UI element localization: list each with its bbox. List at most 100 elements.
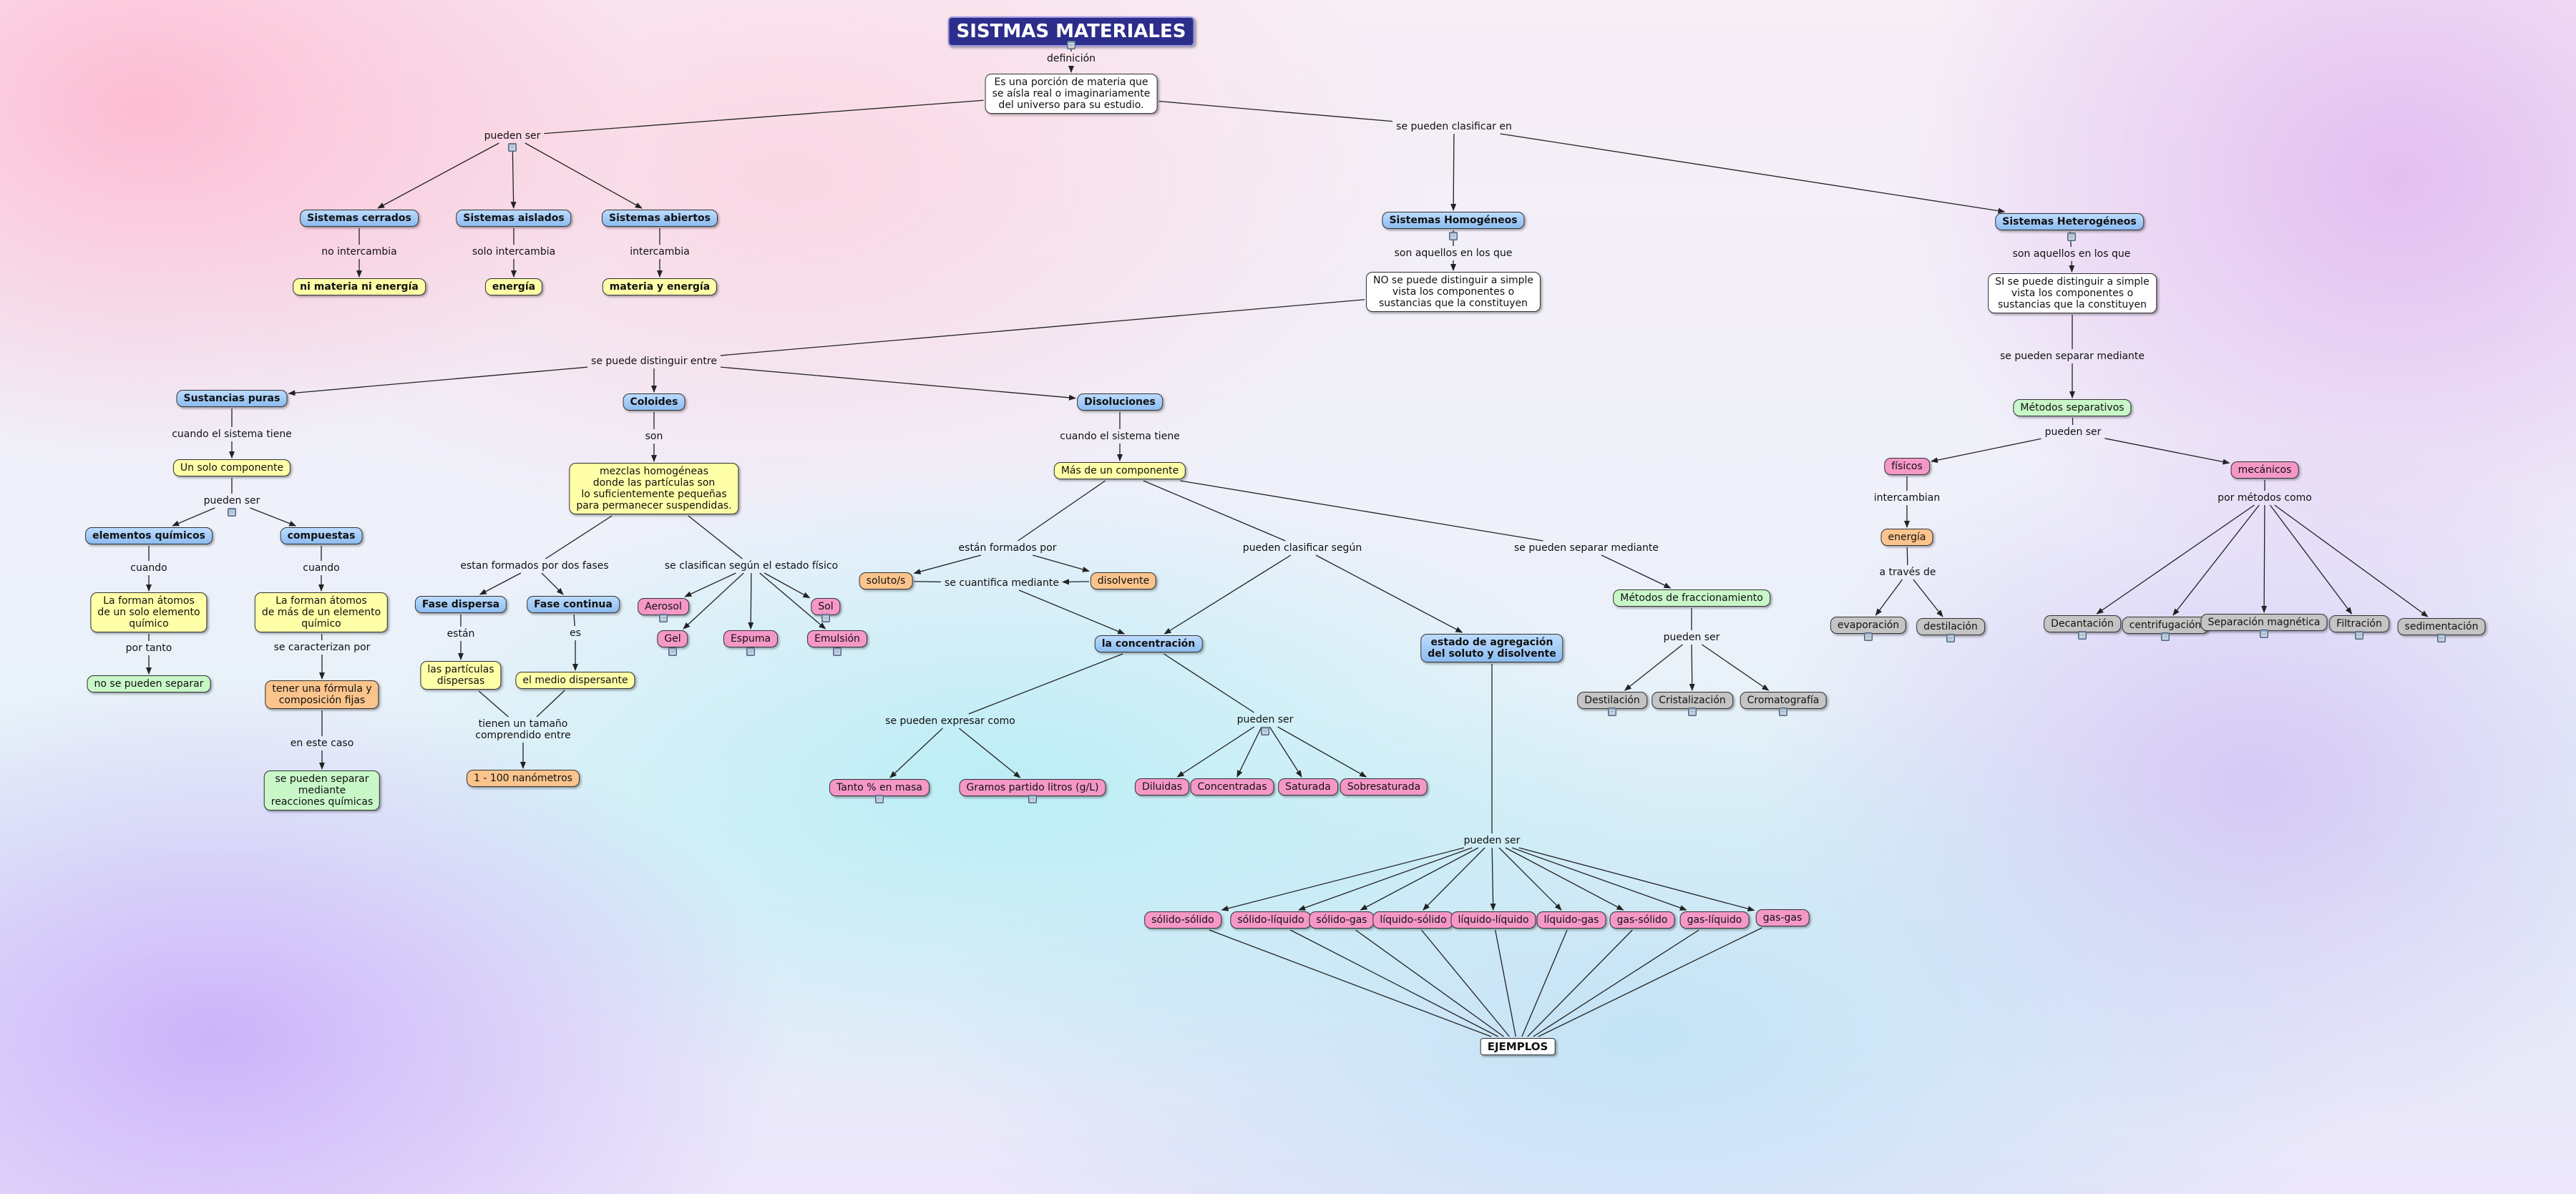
resource-icon[interactable]: ▤ [2260,630,2268,638]
concept-emulsion[interactable]: Emulsión [807,630,867,647]
concept-title[interactable]: SISTMAS MATERIALES [947,16,1195,47]
concept-destilacion2[interactable]: destilación [1916,618,1985,635]
resource-icon[interactable]: ▤ [1946,634,1955,642]
concept-frac[interactable]: Métodos de fraccionamiento [1613,589,1770,607]
concept-sedim[interactable]: sedimentación [2397,618,2486,635]
concept-s-hom[interactable]: Sistemas Homogéneos [1382,212,1525,229]
concept-gl[interactable]: gas-líquido [1679,911,1750,929]
resource-icon[interactable]: ▤ [875,795,884,803]
resource-icon[interactable]: ▤ [833,647,841,656]
resource-icon[interactable]: ▤ [821,614,830,622]
concept-cromato[interactable]: Cromatografía [1740,692,1827,709]
concept-s-abi[interactable]: Sistemas abiertos [602,210,718,227]
concept-medio[interactable]: el medio dispersante [515,672,635,689]
concept-diluidas[interactable]: Diluidas [1134,778,1190,796]
connector-line [720,366,1076,401]
concept-sep-quim[interactable]: se pueden separar mediante reacciones qu… [263,770,381,811]
resource-icon[interactable]: ▤ [1608,708,1616,716]
concept-ll[interactable]: líquido-líquido [1450,911,1536,929]
concept-formula[interactable]: tener una fórmula y composición fijas [265,680,379,709]
link-phrase-expresar: se pueden expresar como [885,715,1015,727]
concept-sobresat[interactable]: Sobresaturada [1340,778,1428,796]
concept-comp-txt[interactable]: La forman átomos de más de un elemento q… [254,592,389,632]
resource-icon[interactable]: ▤ [2437,634,2446,642]
concept-destilacion1[interactable]: Destilación [1577,692,1647,709]
concept-gramos[interactable]: Gramos partido litros (g/L) [959,779,1106,796]
concept-s-ais[interactable]: Sistemas aislados [456,210,572,227]
concept-espuma[interactable]: Espuma [723,630,779,647]
concept-filtra[interactable]: Filtración [2329,615,2389,632]
concept-n-energia1[interactable]: energía [484,278,543,295]
connector-line [250,507,297,527]
concept-n-myE[interactable]: materia y energía [602,278,718,295]
concept-ls[interactable]: líquido-sólido [1372,911,1454,929]
concept-no-sep[interactable]: no se pueden separar [87,675,211,693]
concept-disolvente[interactable]: disolvente [1090,572,1157,589]
concept-sg[interactable]: sólido-gas [1309,911,1375,929]
link-phrase-sist-tiene2: cuando el sistema tiene [1060,431,1180,442]
concept-metsep[interactable]: Métodos separativos [2013,399,2132,416]
concept-energia2[interactable]: energía [1880,529,1933,546]
concept-het-txt[interactable]: SI se puede distinguir a simple vista lo… [1988,273,2157,313]
connector-line [478,690,509,718]
concept-elem[interactable]: elementos químicos [85,527,213,544]
concept-nanom[interactable]: 1 - 100 nanómetros [467,770,580,787]
resource-icon[interactable]: ▤ [746,647,755,656]
concept-decant[interactable]: Decantación [2044,615,2121,632]
concept-hom-txt[interactable]: NO se puede distinguir a simple vista lo… [1365,272,1541,312]
concept-coloides[interactable]: Coloides [623,393,686,411]
concept-compu[interactable]: compuestas [280,527,363,544]
resource-icon[interactable]: ▤ [1067,41,1075,49]
resource-icon[interactable]: ▤ [1779,708,1787,716]
resource-icon[interactable]: ▤ [2355,631,2363,640]
resource-icon[interactable]: ▤ [2161,632,2170,641]
concept-soluto[interactable]: soluto/s [859,572,913,589]
concept-evap[interactable]: evaporación [1830,617,1907,634]
concept-lg[interactable]: líquido-gas [1536,911,1606,929]
concept-mecanicos[interactable]: mecánicos [2230,461,2299,479]
concept-s-cerr[interactable]: Sistemas cerrados [300,210,419,227]
concept-particulas[interactable]: las partículas dispersas [420,661,502,690]
concept-concentr[interactable]: la concentración [1094,635,1203,652]
concept-ejemplos[interactable]: EJEMPLOS [1480,1038,1556,1055]
concept-sol[interactable]: Sol [811,598,841,615]
concept-gel[interactable]: Gel [657,630,688,647]
concept-cristal[interactable]: Cristalización [1652,692,1733,709]
concept-sust[interactable]: Sustancias puras [176,390,288,407]
concept-s-het[interactable]: Sistemas Heterogéneos [1995,213,2144,230]
concept-estado[interactable]: estado de agregación del soluto y disolv… [1420,634,1563,662]
resource-icon[interactable]: ▤ [2067,233,2076,241]
concept-ss[interactable]: sólido-sólido [1144,911,1221,929]
concept-gg[interactable]: gas-gas [1755,909,1810,926]
resource-icon[interactable]: ▤ [1688,708,1697,716]
resource-icon[interactable]: ▤ [1028,795,1037,803]
concept-gs[interactable]: gas-sólido [1609,911,1675,929]
resource-icon[interactable]: ▤ [508,143,517,152]
resource-icon[interactable]: ▤ [1864,632,1873,641]
concept-fase-cont[interactable]: Fase continua [527,596,620,613]
concept-aerosol[interactable]: Aerosol [638,598,689,615]
concept-concentradas[interactable]: Concentradas [1190,778,1274,796]
connector-line [1236,726,1262,778]
concept-mas-comp[interactable]: Más de un componente [1053,462,1186,479]
concept-sepmag[interactable]: Separación magnética [2200,614,2328,631]
concept-sl[interactable]: sólido-líquido [1230,911,1312,929]
concept-fase-disp[interactable]: Fase dispersa [414,596,507,613]
concept-elem-txt[interactable]: La forman átomos de un solo elemento quí… [90,592,208,632]
resource-icon[interactable]: ▤ [1449,232,1458,240]
resource-icon[interactable]: ▤ [659,614,668,622]
concept-disol[interactable]: Disoluciones [1077,393,1163,411]
concept-centrif[interactable]: centrifugación [2122,617,2209,634]
concept-def-txt[interactable]: Es una porción de materia que se aísla r… [985,74,1158,114]
concept-saturada[interactable]: Saturada [1278,778,1338,796]
concept-n-ninada[interactable]: ni materia ni energía [293,278,426,295]
concept-tanto[interactable]: Tanto % en masa [829,779,930,796]
resource-icon[interactable]: ▤ [668,647,677,656]
resource-icon[interactable]: ▤ [1261,727,1269,735]
concept-mezclas[interactable]: mezclas homogéneas donde las partículas … [569,463,739,514]
resource-icon[interactable]: ▤ [228,508,236,517]
concept-un-comp[interactable]: Un solo componente [172,459,291,476]
concept-fisicos[interactable]: físicos [1884,458,1930,475]
resource-icon[interactable]: ▤ [2078,631,2087,640]
link-phrase-separar2: se pueden separar mediante [1999,351,2145,362]
